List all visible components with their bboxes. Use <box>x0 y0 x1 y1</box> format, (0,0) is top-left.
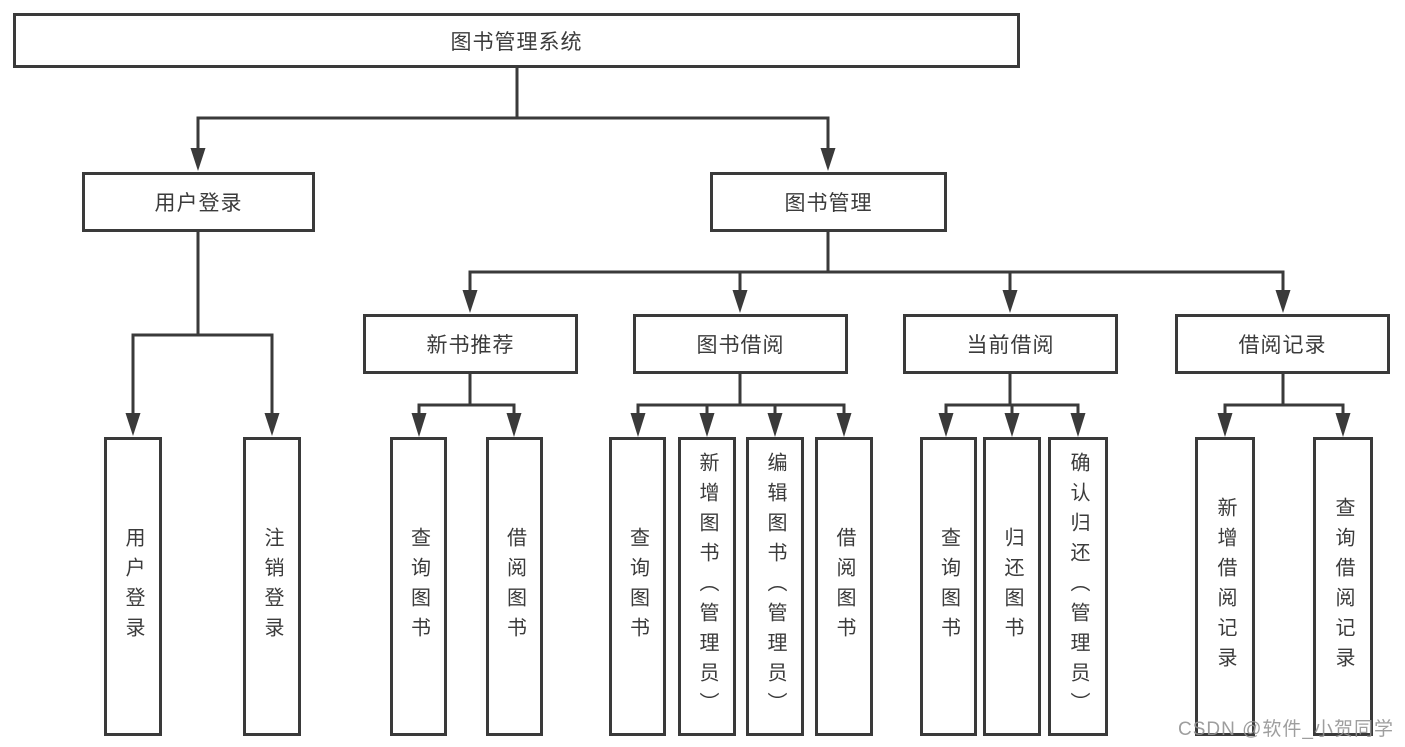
node-root-label: 图书管理系统 <box>450 30 583 54</box>
leaf-confirm-return-admin-label: 确认归还（管理员） <box>1067 451 1089 722</box>
leaf-query-books-recommend: 查询图书 <box>390 437 447 736</box>
leaf-query-books-borrow: 查询图书 <box>609 437 666 736</box>
leaf-edit-book-admin: 编辑图书（管理员） <box>746 437 804 736</box>
node-new-book-recommend: 新书推荐 <box>363 314 578 374</box>
leaf-add-borrow-record-label: 新增借阅记录 <box>1214 496 1236 677</box>
leaf-return-book-label: 归还图书 <box>1001 526 1023 647</box>
leaf-query-books-current: 查询图书 <box>920 437 977 736</box>
connector-root-to-level2 <box>190 68 836 171</box>
leaf-confirm-return-admin: 确认归还（管理员） <box>1048 437 1108 736</box>
leaf-query-borrow-record-label: 查询借阅记录 <box>1332 496 1354 677</box>
node-book-borrow: 图书借阅 <box>633 314 848 374</box>
node-current-borrow-label: 当前借阅 <box>966 334 1055 357</box>
node-book-borrow-label: 图书借阅 <box>696 334 785 357</box>
leaf-logout: 注销登录 <box>243 437 301 736</box>
leaf-user-login-label: 用户登录 <box>122 526 144 647</box>
node-user-login: 用户登录 <box>82 172 315 232</box>
node-borrow-records: 借阅记录 <box>1175 314 1390 374</box>
csdn-watermark: CSDN @软件_小贺同学 <box>1178 719 1394 740</box>
connector-borrow-records-branch <box>1217 374 1351 437</box>
node-new-book-recommend-label: 新书推荐 <box>426 334 515 357</box>
node-user-login-label: 用户登录 <box>154 192 243 215</box>
leaf-add-book-admin-label: 新增图书（管理员） <box>696 451 718 722</box>
leaf-return-book: 归还图书 <box>983 437 1041 736</box>
node-current-borrow: 当前借阅 <box>903 314 1118 374</box>
leaf-add-borrow-record: 新增借阅记录 <box>1195 437 1255 736</box>
connector-new-book-branch <box>411 374 522 437</box>
connector-book-management-branch <box>462 232 1291 313</box>
node-root: 图书管理系统 <box>13 13 1020 68</box>
leaf-borrow-books-borrow-label: 借阅图书 <box>833 526 855 647</box>
leaf-query-books-recommend-label: 查询图书 <box>407 526 430 647</box>
node-book-management: 图书管理 <box>710 172 947 232</box>
leaf-query-books-current-label: 查询图书 <box>937 526 960 647</box>
leaf-borrow-books-borrow: 借阅图书 <box>815 437 873 736</box>
leaf-borrow-books-recommend-label: 借阅图书 <box>503 526 526 647</box>
node-book-management-label: 图书管理 <box>784 192 873 215</box>
leaf-user-login: 用户登录 <box>104 437 162 736</box>
leaf-add-book-admin: 新增图书（管理员） <box>678 437 736 736</box>
connector-current-borrow-branch <box>938 374 1086 437</box>
leaf-logout-label: 注销登录 <box>261 526 283 647</box>
leaf-query-borrow-record: 查询借阅记录 <box>1313 437 1373 736</box>
connector-user-login-branch <box>125 232 280 436</box>
leaf-borrow-books-recommend: 借阅图书 <box>486 437 543 736</box>
leaf-query-books-borrow-label: 查询图书 <box>626 526 649 647</box>
node-borrow-records-label: 借阅记录 <box>1238 334 1327 357</box>
leaf-edit-book-admin-label: 编辑图书（管理员） <box>764 451 786 722</box>
connector-book-borrow-branch <box>630 374 852 437</box>
